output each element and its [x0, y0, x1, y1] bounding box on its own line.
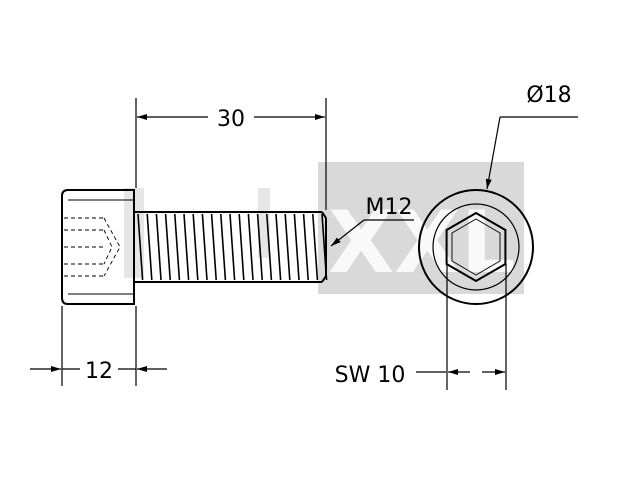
thread-line [321, 213, 328, 281]
thread-callout: M12 [330, 195, 414, 247]
hidden-socket [64, 217, 121, 277]
thread-line [284, 213, 291, 281]
watermark-bar-mid [258, 188, 270, 258]
head-height-label: 12 [85, 359, 113, 384]
diameter-dim-label: Ø18 [526, 83, 571, 108]
shank-chamfer-bottom [321, 275, 327, 283]
wrench-size-label: SW 10 [335, 363, 406, 388]
thread-line [238, 213, 245, 281]
head-height-dimension: 12 [30, 306, 167, 386]
watermark-text: XXL [328, 193, 515, 293]
wrench-size-dimension: SW 10 [335, 264, 507, 390]
screw-head [61, 189, 135, 305]
thread-lines [137, 213, 328, 281]
thread-line [210, 213, 217, 281]
thread-line [247, 213, 254, 281]
diameter-dimension: Ø18 [485, 83, 578, 190]
thread-line [146, 213, 153, 281]
thread-line [312, 213, 319, 281]
thread-line [302, 213, 309, 281]
end-view [418, 189, 534, 305]
thread-line [201, 213, 208, 281]
hex-socket [445, 211, 507, 283]
thread-line [155, 213, 162, 281]
hex-socket-inner [451, 218, 501, 276]
thread-line [164, 213, 171, 281]
thread-leader-arrow [330, 219, 365, 247]
thread-line [183, 213, 190, 281]
counterbore-circle [432, 203, 520, 291]
thread-line [192, 213, 199, 281]
length-dimension: 30 [135, 98, 327, 210]
head-outline [61, 189, 135, 305]
thread-dim-label: M12 [366, 195, 413, 220]
thread-line [275, 213, 282, 281]
thread-line [266, 213, 273, 281]
shank-chamfer-top [321, 211, 327, 219]
thread-line [137, 213, 144, 281]
thread-line [220, 213, 227, 281]
thread-line [256, 213, 263, 281]
length-dim-label: 30 [217, 107, 245, 132]
thread-line [229, 213, 236, 281]
threaded-shank [134, 211, 328, 283]
thread-line [293, 213, 300, 281]
thread-line [174, 213, 181, 281]
diameter-leader-arrow [485, 116, 501, 190]
head-circle [418, 189, 534, 305]
